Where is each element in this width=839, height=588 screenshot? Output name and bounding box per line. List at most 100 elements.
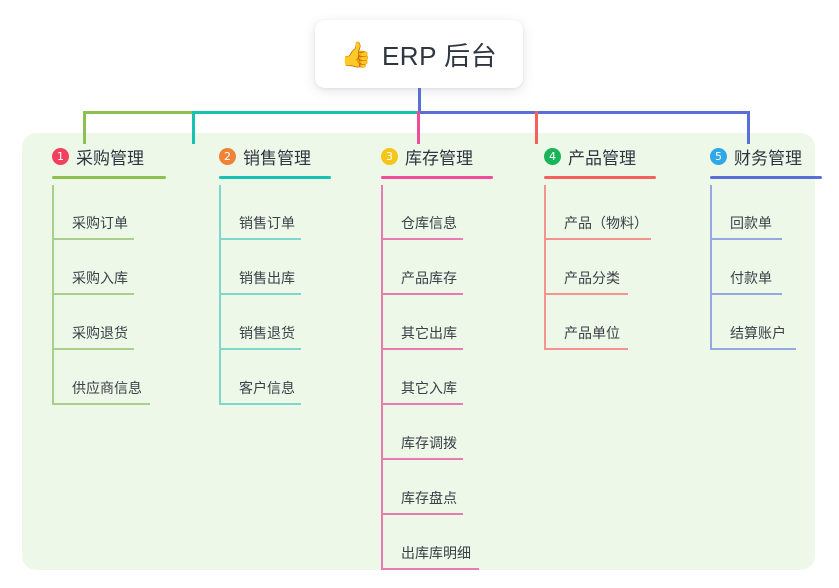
leaf-spine — [710, 295, 712, 350]
leaf-rule — [381, 458, 463, 460]
root-node-title: ERP 后台 — [381, 40, 498, 71]
leaf-rule — [544, 348, 628, 350]
leaf-label: 销售退货 — [239, 325, 295, 341]
connector-drop-col5 — [747, 111, 750, 144]
branch-title-1: 采购管理 — [76, 148, 144, 168]
leaf-spine — [381, 405, 383, 460]
leaf-rule — [544, 238, 651, 240]
leaf-spine — [219, 295, 221, 350]
leaf-rule — [52, 238, 134, 240]
leaf-spine — [52, 240, 54, 295]
branch-title-3: 库存管理 — [405, 148, 473, 168]
leaf-spine — [381, 295, 383, 350]
branch-header-rule-2 — [219, 176, 331, 179]
leaf-spine — [52, 350, 54, 405]
connector-root-stem — [418, 88, 421, 112]
branch-column-2: 2 销售管理 销售订单 销售出库 销售退货 客户信息 — [203, 145, 331, 405]
leaf-label: 客户信息 — [239, 380, 295, 396]
leaf-label: 采购订单 — [72, 215, 128, 231]
leaf-label: 供应商信息 — [72, 380, 142, 396]
leaf-label: 采购退货 — [72, 325, 128, 341]
leaf-rule — [381, 403, 463, 405]
leaf-spine — [219, 350, 221, 405]
leaf-label: 采购入库 — [72, 270, 128, 286]
branch-header-rule-4 — [544, 176, 656, 179]
branch-title-5: 财务管理 — [734, 148, 802, 168]
leaf-spine — [544, 185, 546, 240]
connector-drop-col1 — [83, 111, 86, 144]
leaf-label: 产品单位 — [564, 325, 620, 341]
branch-badge-5: 5 — [710, 147, 727, 165]
thumbs-up-icon: 👍 — [340, 39, 372, 69]
leaf-spine — [381, 185, 383, 240]
leaf-label: 回款单 — [730, 215, 772, 231]
leaf-rule — [381, 293, 463, 295]
branch-badge-1: 1 — [52, 147, 69, 165]
leaf-label: 销售订单 — [239, 215, 295, 231]
leaf-rule — [544, 293, 628, 295]
branch-column-5: 5 财务管理 回款单 付款单 结算账户 — [694, 145, 822, 350]
branch-badge-3: 3 — [381, 147, 398, 165]
branch-badge-2: 2 — [219, 147, 236, 165]
leaf-spine — [710, 240, 712, 295]
connector-drop-col2 — [192, 111, 195, 144]
leaf-label: 产品（物料） — [564, 215, 648, 231]
leaf-label: 其它入库 — [401, 380, 457, 396]
leaf-label: 库存调拨 — [401, 435, 457, 451]
leaf-spine — [544, 240, 546, 295]
connector-bus-segment-teal — [192, 111, 419, 114]
branch-header-2[interactable]: 2 销售管理 — [203, 145, 311, 168]
branch-header-1[interactable]: 1 采购管理 — [36, 145, 144, 168]
root-node-erp-backend[interactable]: 👍 ERP 后台 — [315, 20, 523, 88]
leaf-label: 产品分类 — [564, 270, 620, 286]
leaf-spine — [219, 240, 221, 295]
leaf-rule — [710, 293, 782, 295]
leaf-label: 库存盘点 — [401, 490, 457, 506]
connector-drop-col4 — [535, 111, 538, 144]
connector-bus-segment-blue — [417, 111, 750, 114]
leaf-label: 产品库存 — [401, 270, 457, 286]
leaf-label: 销售出库 — [239, 270, 295, 286]
branch-header-4[interactable]: 4 产品管理 — [528, 145, 636, 168]
leaf-label: 其它出库 — [401, 325, 457, 341]
leaf-spine — [710, 185, 712, 240]
leaf-label: 结算账户 — [730, 325, 786, 341]
leaf-spine — [52, 185, 54, 240]
leaf-spine — [219, 185, 221, 240]
branch-header-5[interactable]: 5 财务管理 — [694, 145, 802, 168]
connector-bus-segment-green — [83, 111, 192, 114]
leaf-rule — [52, 293, 134, 295]
branch-header-rule-3 — [381, 176, 493, 179]
branch-header-rule-5 — [710, 176, 822, 179]
leaf-rule — [219, 238, 301, 240]
branch-column-1: 1 采购管理 采购订单 采购入库 采购退货 供应商信 — [36, 145, 166, 405]
leaf-rule — [381, 568, 479, 570]
leaf-rule — [381, 513, 463, 515]
leaf-spine — [381, 515, 383, 570]
leaf-spine — [52, 295, 54, 350]
leaf-rule — [219, 348, 301, 350]
leaf-label: 出库库明细 — [401, 545, 471, 561]
leaf-spine — [381, 240, 383, 295]
leaf-rule — [381, 348, 463, 350]
branch-title-2: 销售管理 — [243, 148, 311, 168]
leaf-rule — [710, 348, 796, 350]
branch-badge-4: 4 — [544, 147, 561, 165]
branch-header-3[interactable]: 3 库存管理 — [365, 145, 473, 168]
connector-drop-col3 — [417, 111, 420, 144]
leaf-rule — [710, 238, 782, 240]
diagram-background-panel — [22, 133, 815, 570]
branch-header-rule-1 — [52, 176, 166, 179]
leaf-rule — [52, 403, 150, 405]
leaf-rule — [219, 403, 301, 405]
leaf-spine — [381, 350, 383, 405]
leaf-spine — [544, 295, 546, 350]
leaf-rule — [219, 293, 301, 295]
branch-title-4: 产品管理 — [568, 148, 636, 168]
branch-column-3: 3 库存管理 仓库信息 产品库存 其它出库 其它入库 — [365, 145, 493, 570]
leaf-label: 付款单 — [730, 270, 772, 286]
branch-column-4: 4 产品管理 产品（物料） 产品分类 产品单位 — [528, 145, 656, 350]
leaf-label: 仓库信息 — [401, 215, 457, 231]
leaf-rule — [381, 238, 463, 240]
